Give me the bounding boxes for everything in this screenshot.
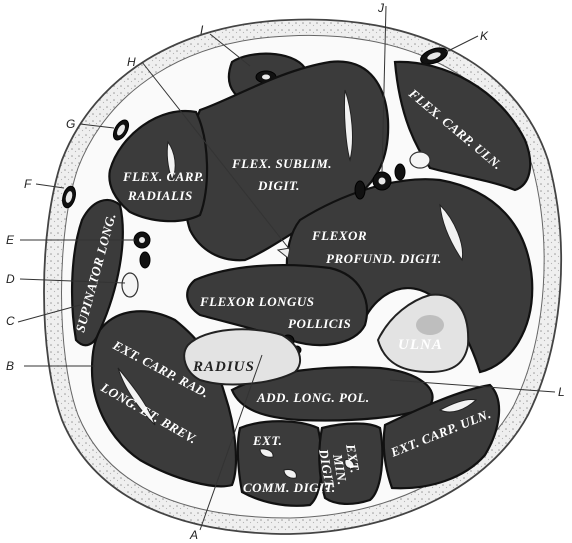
letter-e: E <box>6 233 15 247</box>
label-flex-sub-1: FLEX. SUBLIM. <box>231 156 332 171</box>
label-flex-long-pol-2: POLLICIS <box>288 316 351 331</box>
letter-c: C <box>6 314 15 328</box>
label-ulna: ULNA <box>398 337 443 353</box>
label-flex-prof-2: PROFUND. DIGIT. <box>326 251 442 266</box>
label-flex-long-pol-1: FLEXOR LONGUS <box>199 294 315 309</box>
nerve-d <box>122 273 138 297</box>
label-flex-carp-rad-1: FLEX. CARP. <box>122 169 204 184</box>
letter-j: J <box>377 1 385 15</box>
label-ext-comm-1: EXT. <box>252 433 282 448</box>
letter-b: B <box>6 359 14 373</box>
label-flex-prof-1: FLEXOR <box>311 228 367 243</box>
letter-h: H <box>127 55 136 69</box>
label-flex-sub-2: DIGIT. <box>257 178 300 193</box>
letter-k: K <box>480 29 489 43</box>
label-abd-long-pol: ADD. LONG. POL. <box>256 390 370 405</box>
letter-l: L <box>558 385 565 399</box>
label-flex-carp-rad-2: RADIALIS <box>127 188 193 203</box>
letter-a: A <box>189 528 198 542</box>
label-radius: RADIUS <box>192 359 255 375</box>
letter-d: D <box>6 272 15 286</box>
letter-f: F <box>24 177 32 191</box>
letter-g: G <box>66 117 75 131</box>
radius-bone <box>184 329 300 384</box>
